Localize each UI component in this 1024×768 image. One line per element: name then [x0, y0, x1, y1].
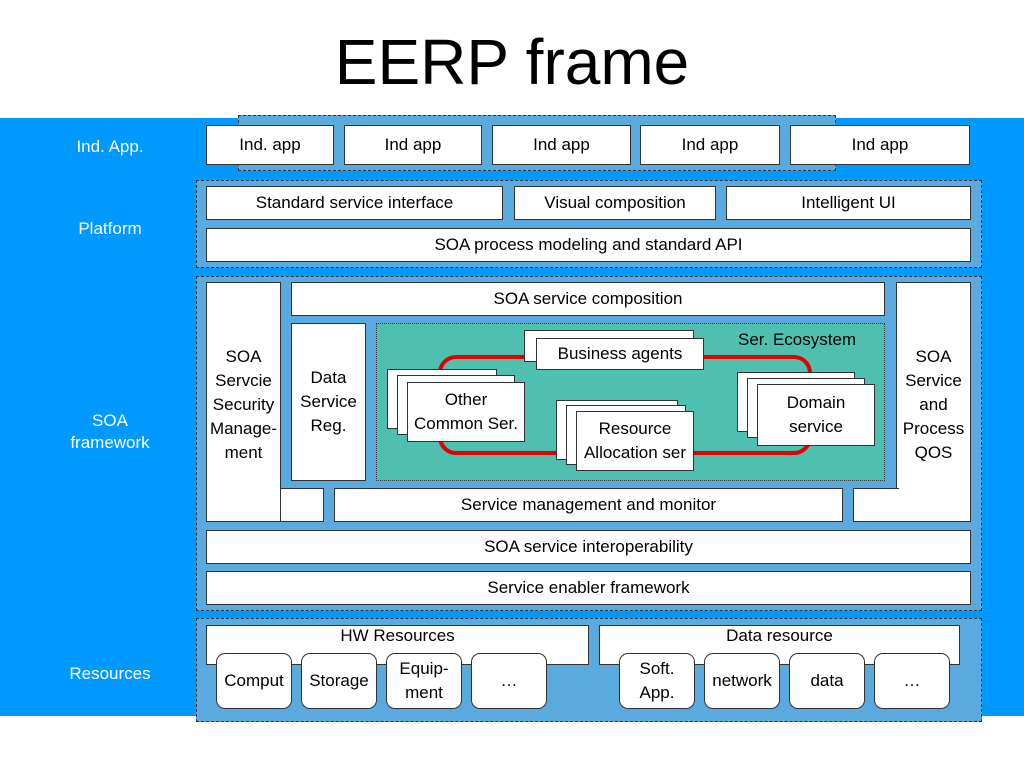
soa-qos-box: SOA Service and Process QOS — [896, 282, 971, 522]
soa-service-composition-box: SOA service composition — [291, 282, 885, 316]
resource-item: data — [789, 653, 865, 709]
resource-item: Comput — [216, 653, 292, 709]
domain-service-box: Domain service — [757, 384, 875, 446]
other-common-box: Other Common Ser. — [407, 382, 525, 442]
service-management-box: Service management and monitor — [334, 488, 843, 522]
service-enabler-box: Service enabler framework — [206, 571, 971, 605]
intelligent-ui-box: Intelligent UI — [726, 186, 971, 220]
resource-item: Soft.App. — [619, 653, 695, 709]
security-management-junction — [280, 488, 324, 522]
soa-interoperability-box: SOA service interoperability — [206, 530, 971, 564]
soa-process-modeling-box: SOA process modeling and standard API — [206, 228, 971, 262]
resource-item: … — [874, 653, 950, 709]
ind-app-box: Ind. app — [206, 125, 334, 165]
visual-composition-box: Visual composition — [514, 186, 716, 220]
standard-service-interface-box: Standard service interface — [206, 186, 503, 220]
ecosystem-label: Ser. Ecosystem — [738, 330, 857, 349]
resource-item: Equip-ment — [386, 653, 462, 709]
label-soa-framework: SOA framework — [70, 411, 150, 452]
business-agents-box: Business agents — [536, 338, 704, 370]
label-resources: Resources — [69, 664, 151, 683]
soa-security-box: SOA Servcie Security Manage- ment — [206, 282, 281, 522]
data-service-reg-box: Data Service Reg. — [291, 323, 366, 481]
ind-app-box: Ind app — [790, 125, 970, 165]
resource-item: Storage — [301, 653, 377, 709]
label-ind-app: Ind. App. — [76, 137, 144, 156]
page-title: EERP frame — [334, 26, 690, 98]
qos-management-junction — [853, 488, 899, 522]
resource-allocation-box: Resource Allocation ser — [576, 411, 694, 471]
resource-item: network — [704, 653, 780, 709]
resource-item: … — [471, 653, 547, 709]
label-platform: Platform — [78, 219, 142, 238]
ind-app-box: Ind app — [492, 125, 631, 165]
ind-app-box: Ind app — [344, 125, 482, 165]
ind-app-box: Ind app — [640, 125, 780, 165]
